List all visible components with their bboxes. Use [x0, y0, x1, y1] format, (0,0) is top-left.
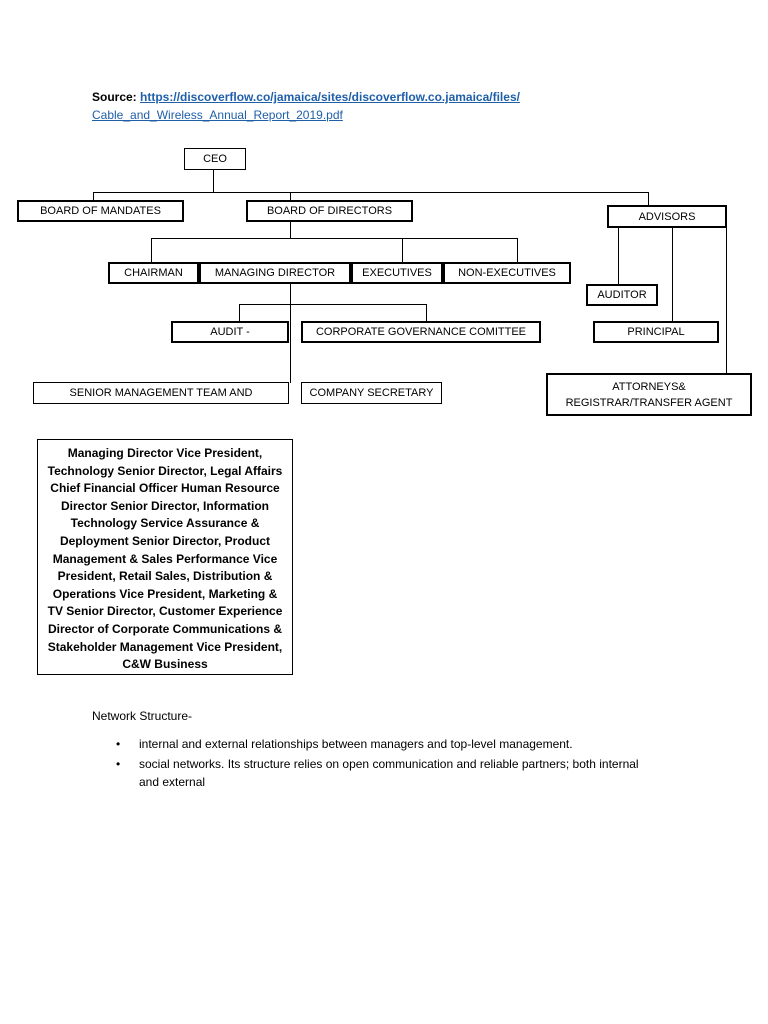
list-item-text: social networks. Its structure relies on… — [139, 757, 639, 789]
corporate-governance-box: CORPORATE GOVERNANCE COMITTEE — [301, 321, 541, 343]
network-structure-title: Network Structure- — [92, 709, 193, 723]
attorneys-label-line1: ATTORNEYS& — [612, 380, 686, 393]
connector — [151, 238, 153, 263]
advisors-box: ADVISORS — [607, 205, 727, 228]
auditor-box: AUDITOR — [586, 284, 658, 306]
connector — [672, 227, 674, 322]
managing-director-box: MANAGING DIRECTOR — [199, 262, 351, 284]
executives-box: EXECUTIVES — [351, 262, 443, 284]
senior-management-label: SENIOR MANAGEMENT TEAM AND — [69, 387, 253, 399]
source-label: Source: — [92, 90, 137, 104]
source-link-line2-wrap: Cable_and_Wireless_Annual_Report_2019.pd… — [92, 106, 343, 124]
board-of-directors-label: BOARD OF DIRECTORS — [266, 205, 393, 217]
senior-management-members-text: Managing Director Vice President, Techno… — [47, 446, 283, 672]
audit-box: AUDIT - — [171, 321, 289, 343]
connector — [402, 238, 404, 263]
connector — [239, 304, 426, 306]
connector — [239, 304, 241, 322]
network-structure-list: • internal and external relationships be… — [112, 735, 652, 793]
non-executives-label: NON-EXECUTIVES — [458, 267, 556, 279]
connector — [517, 238, 519, 263]
connector — [726, 227, 728, 373]
advisors-label: ADVISORS — [638, 210, 696, 223]
connector — [618, 227, 620, 285]
ceo-box: CEO — [184, 148, 246, 170]
connector — [93, 192, 649, 194]
senior-management-members-box: Managing Director Vice President, Techno… — [37, 439, 293, 675]
board-of-mandates-box: BOARD OF MANDATES — [17, 200, 184, 222]
bullet-icon: • — [116, 757, 121, 771]
executives-label: EXECUTIVES — [362, 267, 432, 279]
managing-director-label: MANAGING DIRECTOR — [214, 267, 336, 279]
principal-label: PRINCIPAL — [627, 326, 685, 338]
connector — [290, 283, 292, 383]
corporate-governance-label: CORPORATE GOVERNANCE COMITTEE — [315, 326, 527, 338]
connector — [151, 238, 518, 240]
principal-box: PRINCIPAL — [593, 321, 719, 343]
list-item-text: internal and external relationships betw… — [139, 737, 573, 751]
connector — [290, 192, 292, 201]
auditor-label: AUDITOR — [597, 289, 647, 301]
senior-management-box: SENIOR MANAGEMENT TEAM AND — [33, 382, 289, 404]
ceo-label: CEO — [203, 153, 227, 165]
connector — [213, 169, 215, 193]
source-link-line2[interactable]: Cable_and_Wireless_Annual_Report_2019.pd… — [92, 108, 343, 122]
list-item: • internal and external relationships be… — [112, 735, 652, 753]
audit-label: AUDIT - — [210, 326, 250, 338]
bullet-icon: • — [116, 737, 121, 751]
connector — [648, 192, 650, 206]
attorneys-box: ATTORNEYS& REGISTRAR/TRANSFER AGENT — [546, 373, 752, 416]
source-line: Source: https://discoverflow.co/jamaica/… — [92, 88, 520, 106]
board-of-directors-box: BOARD OF DIRECTORS — [246, 200, 413, 222]
list-item: • social networks. Its structure relies … — [112, 755, 652, 791]
connector — [426, 304, 428, 322]
connector — [93, 192, 95, 201]
chairman-box: CHAIRMAN — [108, 262, 199, 284]
non-executives-box: NON-EXECUTIVES — [443, 262, 571, 284]
connector — [290, 221, 292, 238]
source-link-line1[interactable]: https://discoverflow.co/jamaica/sites/di… — [140, 90, 520, 104]
attorneys-label-line2: REGISTRAR/TRANSFER AGENT — [565, 396, 733, 409]
board-of-mandates-label: BOARD OF MANDATES — [40, 205, 161, 217]
company-secretary-box: COMPANY SECRETARY — [301, 382, 442, 404]
company-secretary-label: COMPANY SECRETARY — [309, 387, 434, 399]
chairman-label: CHAIRMAN — [124, 267, 183, 279]
